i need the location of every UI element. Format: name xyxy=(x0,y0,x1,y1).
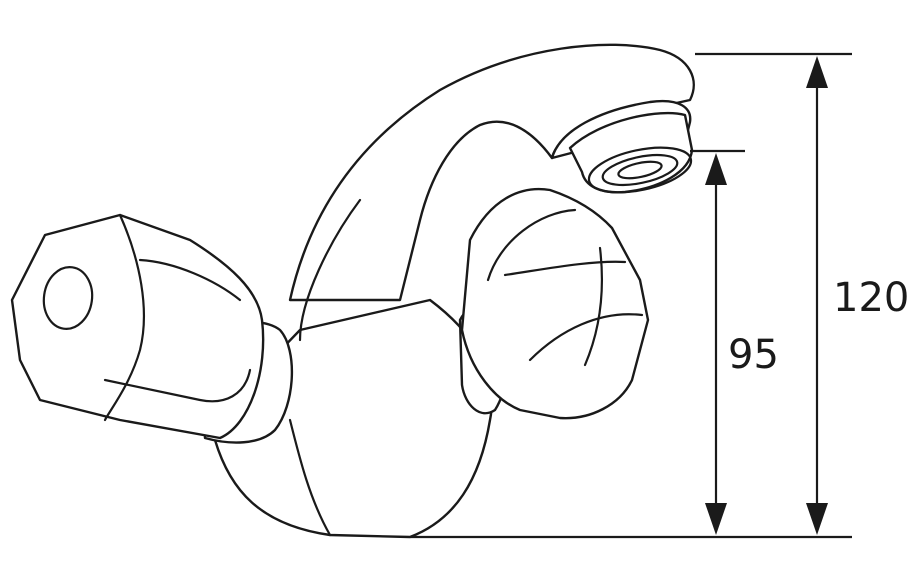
aerator-middle-ring xyxy=(601,153,679,187)
left-knob-facet-upper xyxy=(138,258,242,302)
dimension-120-arrow-bottom xyxy=(806,503,828,535)
aerator-inner-ring xyxy=(617,160,663,180)
dimension-95-label: 95 xyxy=(728,332,779,378)
aerator-outer-ring xyxy=(587,146,693,194)
left-handle-knob xyxy=(10,213,265,440)
dimension-outlet-height: 95 xyxy=(705,153,779,535)
right-knob-facet-4 xyxy=(583,246,603,367)
right-knob-facet-1 xyxy=(486,208,577,282)
dimension-total-height: 120 xyxy=(806,56,909,535)
left-knob-cap xyxy=(42,266,94,330)
left-knob-facet-top xyxy=(103,213,146,422)
body-inner-curve xyxy=(298,198,362,342)
faucet xyxy=(10,43,695,539)
dimension-120-arrow-top xyxy=(806,56,828,88)
right-knob-facet-3 xyxy=(528,313,644,362)
dimension-95-arrow-bottom xyxy=(705,503,727,535)
faucet-spout xyxy=(288,43,695,302)
dimension-95-arrow-top xyxy=(705,153,727,185)
dimension-120-label: 120 xyxy=(833,275,909,321)
right-handle-knob xyxy=(460,187,650,420)
body-front-curve xyxy=(288,418,332,537)
left-knob-facet-lower xyxy=(103,368,252,403)
right-knob-facet-2 xyxy=(503,260,627,277)
